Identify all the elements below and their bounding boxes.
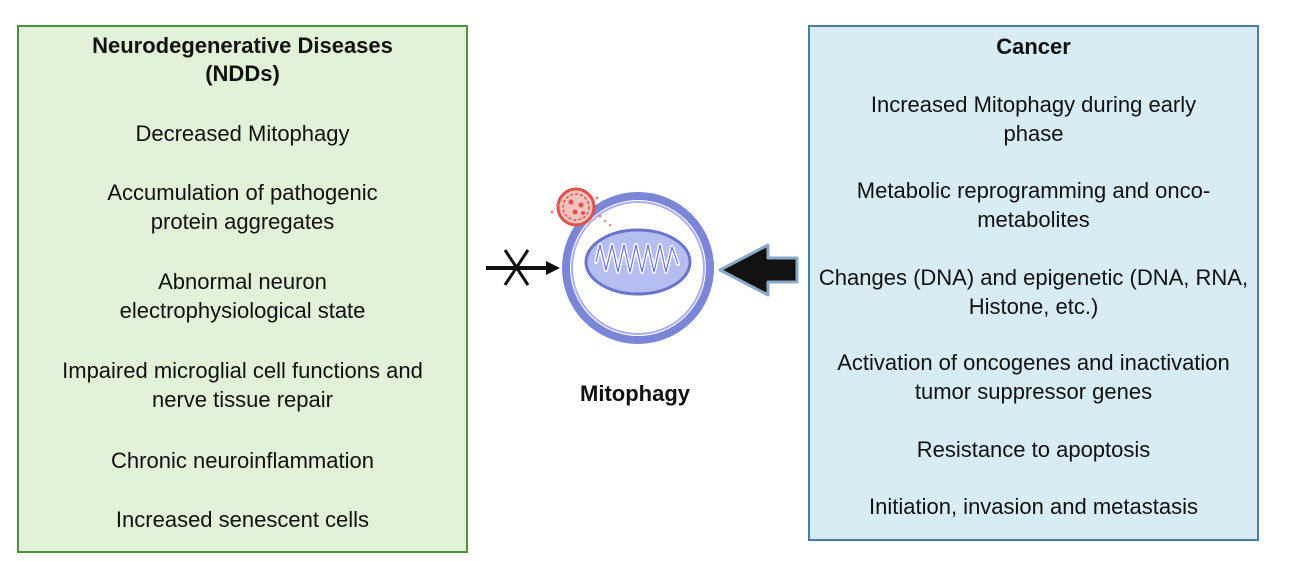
cancer-arrow-icon [718, 243, 799, 297]
lysosome-icon [550, 187, 612, 227]
ndd-item: Accumulation of pathogenic protein aggre… [107, 180, 378, 234]
cancer-item: Initiation, invasion and metastasis [869, 494, 1198, 519]
mitophagy-label: Mitophagy [580, 381, 690, 406]
cancer-item: Resistance to apoptosis [916, 437, 1151, 462]
mitochondrion-in-autophagosome-icon [562, 192, 714, 344]
ndd-panel: Neurodegenerative Diseases (NDDs) Decrea… [17, 25, 468, 553]
cancer-item: Metabolic reprogramming and onco-metabol… [856, 178, 1211, 232]
ndd-item: Chronic neuroinflammation [111, 448, 374, 473]
cancer-item: Changes (DNA) and epigenetic (DNA, RNA, … [818, 265, 1249, 319]
cancer-item: Activation of oncogenes and inactivation… [837, 350, 1230, 404]
ndd-title: Neurodegenerative Diseases (NDDs) [19, 32, 466, 88]
ndd-item: Increased senescent cells [115, 507, 370, 532]
ndd-item: Impaired microglial cell functions and n… [62, 358, 423, 412]
cancer-title: Cancer [996, 34, 1071, 59]
blocked-arrow-icon [486, 249, 560, 286]
cancer-item: Increased Mitophagy during early phase [870, 92, 1197, 146]
ndd-item: Abnormal neuron electrophysiological sta… [119, 269, 366, 323]
ndd-title-text: Neurodegenerative Diseases (NDDs) [92, 33, 393, 86]
cancer-panel: Cancer Increased Mitophagy during early … [808, 25, 1259, 541]
ndd-item: Decreased Mitophagy [135, 121, 350, 146]
